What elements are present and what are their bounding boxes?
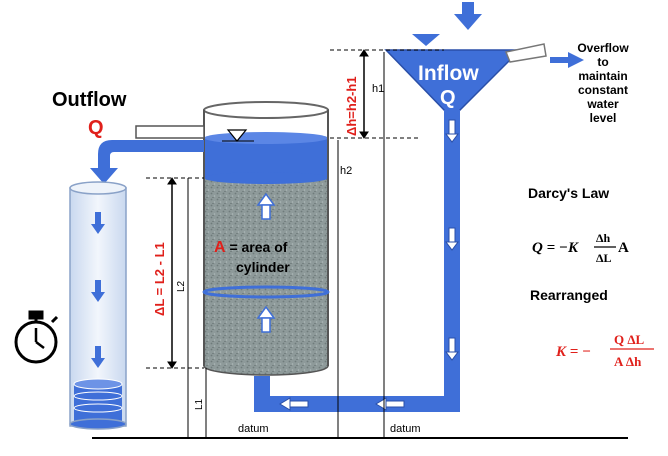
l2-label: L2 — [176, 280, 187, 292]
h2-label: h2 — [340, 165, 352, 177]
svg-text:ΔL: ΔL — [596, 251, 612, 265]
supply-pipe — [254, 128, 460, 412]
area-a-symbol: A — [214, 239, 226, 256]
left-arrow-icon — [279, 397, 309, 411]
l1-label: L1 — [194, 398, 205, 410]
svg-text:level: level — [590, 111, 617, 125]
down-arrow-icon — [91, 280, 105, 302]
area-label: A = area of — [214, 239, 288, 256]
svg-text:maintain: maintain — [578, 69, 627, 83]
svg-text:to: to — [597, 55, 608, 69]
inflow-q-label: Q — [440, 87, 456, 109]
funnel-water-level-icon — [412, 34, 440, 46]
overflow-arrow-icon — [550, 52, 584, 68]
inflow-top-arrow-icon — [454, 2, 482, 30]
h1-label: h1 — [372, 83, 384, 95]
darcy-equation: Q = −K Δh ΔL A — [532, 231, 629, 265]
svg-text:Overflow: Overflow — [577, 41, 629, 55]
outlet-pipe — [90, 125, 205, 184]
inflow-label: Inflow — [418, 62, 479, 85]
svg-text:Q ΔL: Q ΔL — [614, 332, 645, 347]
outflow-q-label: Q — [88, 117, 104, 139]
inflow-funnel — [384, 43, 547, 130]
k-equation: K = − Q ΔL A Δh — [555, 332, 654, 369]
outflow-label: Outflow — [52, 89, 127, 111]
soil-flow-arrows — [256, 192, 276, 333]
overflow-label: Overflow to maintain constant water leve… — [577, 41, 629, 125]
down-arrow-icon — [91, 346, 105, 368]
down-arrow-icon — [445, 337, 459, 361]
stopwatch-icon — [14, 310, 59, 364]
svg-text:A Δh: A Δh — [614, 354, 642, 369]
collection-flow-arrows — [91, 212, 105, 368]
down-arrow-icon — [91, 212, 105, 234]
svg-text:A: A — [618, 240, 629, 256]
svg-text:constant: constant — [578, 83, 628, 97]
down-arrow-icon — [445, 227, 459, 251]
rearranged-label: Rearranged — [530, 287, 608, 303]
down-arrow-icon — [445, 119, 459, 143]
area-label-line2: cylinder — [236, 259, 290, 275]
datum-label-left: datum — [238, 423, 269, 435]
up-arrow-icon — [256, 305, 276, 333]
measurement-lines — [146, 49, 444, 438]
delta-l-label: ΔL = L2 - L1 — [152, 242, 167, 316]
datum-label-right: datum — [390, 423, 421, 435]
darcys-law-title: Darcy's Law — [528, 185, 609, 201]
svg-text:water: water — [586, 97, 619, 111]
svg-text:K = −: K = − — [555, 344, 591, 360]
svg-text:Δh: Δh — [596, 231, 611, 245]
svg-text:Q = −K: Q = −K — [532, 240, 579, 256]
delta-h-label: Δh=h2-h1 — [344, 76, 359, 136]
cylinder-water-level-icon — [226, 129, 248, 142]
up-arrow-icon — [256, 192, 276, 220]
